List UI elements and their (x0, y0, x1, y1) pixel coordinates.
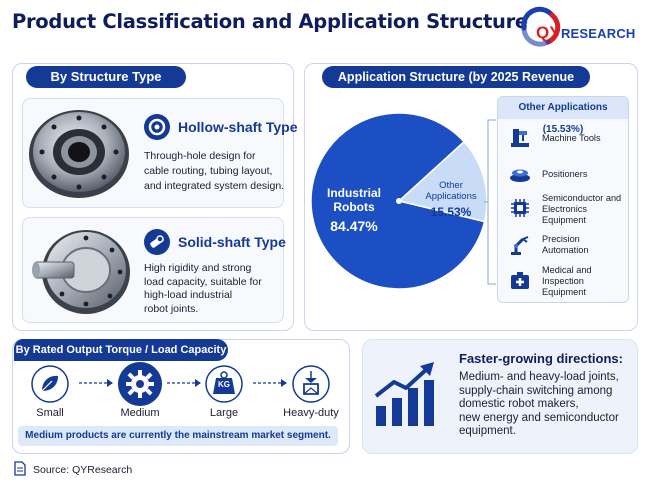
pie-center-dot (396, 198, 402, 204)
hollow-shaft-reducer-image (29, 110, 129, 198)
other-applications-box: Other Applications (15.53%) Machine Tool… (497, 96, 629, 303)
page-title: Product Classification and Application S… (12, 10, 528, 33)
kg-badge: KG (218, 380, 230, 389)
positioner-icon (510, 169, 530, 182)
revenue-pie-chart (310, 112, 488, 290)
solid-shaft-icon (144, 229, 170, 255)
torque-level-heavy-duty (292, 365, 330, 403)
solid-shaft-desc: High rigidity and strong load capacity, … (144, 262, 262, 315)
medical-icon (511, 272, 529, 289)
torque-level-large (205, 365, 243, 403)
kg-weight-icon (213, 371, 235, 394)
torque-label-heavy-duty: Heavy-duty (283, 407, 339, 419)
torque-label-large: Large (209, 407, 239, 419)
pie-label-other-value: 15.53% (430, 205, 472, 219)
mainstream-note: Medium products are currently the mainst… (18, 426, 338, 446)
pie-label-other: Other Applications 15.53% (422, 180, 480, 219)
pie-label-industrial: Industrial Robots 84.47% (318, 186, 390, 234)
pie-slice-other-applications (397, 140, 488, 223)
other-applications-heading: Other Applications (15.53%) (498, 97, 628, 135)
arrow-1 (79, 379, 113, 387)
growth-chart-icon (374, 362, 434, 426)
hollow-shaft-title: Hollow-shaft Type (178, 119, 298, 135)
pie-label-industrial-name: Industrial Robots (326, 186, 381, 214)
qyresearch-logo-icon (521, 6, 561, 47)
app-item-machine-tools: Machine Tools (506, 123, 628, 153)
structure-heading: By Structure Type (26, 66, 186, 88)
torque-level-small (31, 365, 69, 403)
robot-arm-icon (511, 236, 529, 255)
torque-label-small: Small (36, 407, 64, 419)
pie-label-other-name: Other Applications (425, 180, 477, 202)
torque-level-medium (118, 362, 162, 406)
hollow-shaft-desc: Through-hole design for cable routing, t… (144, 150, 285, 192)
arrow-2 (167, 379, 201, 387)
app-item-semiconductor: Semiconductor and Electronics Equipment (506, 193, 628, 225)
growth-desc: Medium- and heavy-load joints, supply-ch… (459, 371, 619, 437)
app-item-positioners: Positioners (506, 159, 628, 189)
application-heading: Application Structure (by 2025 Revenue S… (322, 66, 590, 106)
chip-icon (511, 199, 529, 217)
app-item-precision-automation: Precision Automation (506, 230, 628, 260)
pie-label-industrial-value: 84.47% (330, 218, 378, 234)
torque-label-medium: Medium (120, 407, 160, 419)
crane-hook-icon (303, 371, 319, 395)
document-icon (14, 461, 26, 476)
torque-heading: By Rated Output Torque / Load Capacity (14, 339, 228, 361)
solid-shaft-title: Solid-shaft Type (178, 234, 286, 250)
hollow-shaft-icon (144, 114, 170, 140)
source-text: Source: QYResearch (33, 464, 133, 476)
bracket-connector (484, 119, 496, 285)
solid-shaft-reducer-image (32, 230, 130, 314)
logo-text: QYRESEARCH (536, 23, 636, 42)
leaf-icon (41, 375, 58, 392)
growth-title: Faster-growing directions: (459, 351, 623, 366)
machine-tool-icon (511, 129, 529, 147)
app-item-medical: Medical and Inspection Equipment (506, 265, 628, 297)
arrow-3 (253, 379, 287, 387)
